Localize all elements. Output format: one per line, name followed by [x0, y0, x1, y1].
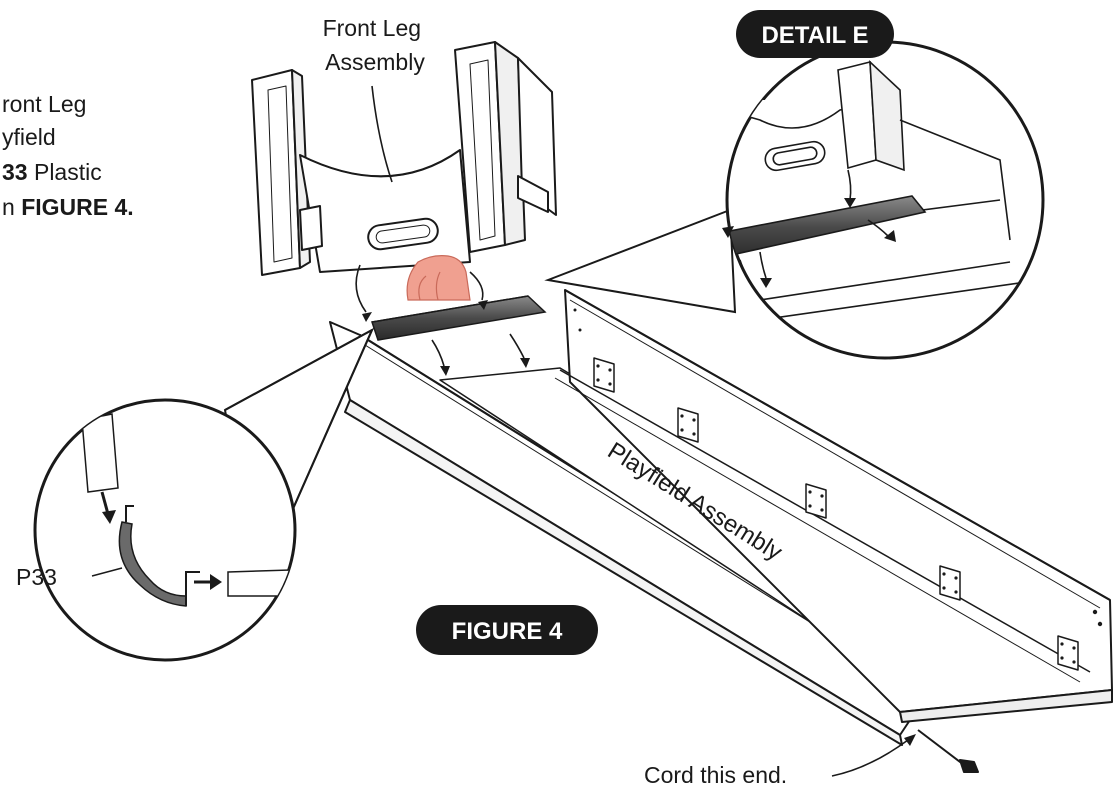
insert-arrows — [355, 264, 525, 367]
front-leg-assembly-label: Front Leg Assembly — [323, 15, 428, 75]
hand-icon — [406, 255, 471, 301]
insert-arrowheads — [362, 300, 530, 376]
front-leg-assembly — [251, 41, 557, 276]
side-text-line-1: ront Leg — [2, 91, 86, 117]
playfield-assembly — [329, 289, 1113, 773]
figure-4-badge: FIGURE 4 — [416, 605, 598, 655]
side-text-line-3: 33 Plastic — [2, 159, 102, 185]
leg-label-leader — [371, 85, 393, 183]
detail-e-badge: DETAIL E — [736, 10, 894, 58]
cord-end-label: Cord this end. — [644, 762, 787, 788]
svg-text:FIGURE 4: FIGURE 4 — [452, 618, 563, 645]
p33-label: P33 — [16, 564, 57, 590]
cord-label-leader — [831, 739, 909, 777]
p33-plastic-strip — [371, 295, 547, 341]
svg-text:DETAIL E: DETAIL E — [761, 22, 868, 49]
side-text-line-4: n FIGURE 4. — [2, 194, 134, 220]
side-text-line-2: yfield — [2, 124, 56, 150]
p33-callout — [33, 327, 375, 662]
side-instruction-text: ront Leg yfield 33 Plastic n FIGURE 4. — [2, 91, 134, 220]
detail-e-callout — [544, 40, 1045, 360]
